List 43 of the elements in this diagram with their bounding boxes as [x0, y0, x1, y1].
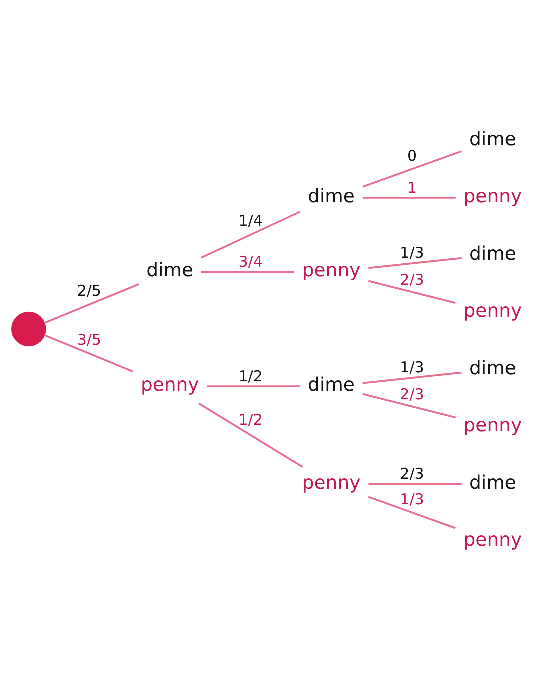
- edge-label: 3/5: [77, 330, 102, 349]
- connector: [368, 256, 462, 269]
- connector: [362, 150, 462, 188]
- connector: [207, 385, 300, 387]
- connector: [368, 496, 456, 529]
- connector: [44, 283, 140, 324]
- node-text: penny: [140, 374, 200, 396]
- edge-label: 2/5: [77, 282, 102, 300]
- node-text: penny: [464, 530, 522, 551]
- edge-label: 1/3: [400, 243, 424, 262]
- node-text: dime: [469, 472, 516, 494]
- connector: [362, 392, 456, 418]
- edge-label: 0: [407, 146, 418, 165]
- edge-label: 1/3: [400, 490, 424, 508]
- edge-label: 1/2: [238, 410, 263, 428]
- edge-label: 2/3: [400, 270, 424, 288]
- connector: [368, 280, 456, 304]
- node-text: dime: [469, 243, 516, 264]
- edge-label: 1/4: [238, 211, 263, 230]
- node-circle: [12, 311, 46, 346]
- connector: [201, 210, 301, 258]
- node-text: dime: [469, 128, 516, 150]
- node-text: penny: [464, 300, 522, 322]
- node-text: dime: [469, 358, 516, 379]
- edge-label: 2/3: [400, 464, 424, 483]
- node-text: penny: [464, 186, 522, 208]
- edge-label: 1/3: [400, 358, 424, 376]
- node-text: penny: [464, 415, 522, 436]
- connector: [198, 402, 304, 468]
- connector: [368, 482, 462, 485]
- node-text: dime: [308, 186, 355, 208]
- node-text: penny: [302, 472, 361, 494]
- edge-label: 2/3: [400, 384, 424, 403]
- edge-label: 1: [407, 178, 418, 197]
- connector: [44, 334, 134, 372]
- node-text: dime: [146, 260, 194, 282]
- connector: [201, 270, 294, 272]
- node-text: penny: [302, 260, 361, 282]
- connector: [362, 196, 456, 198]
- connector: [362, 371, 462, 384]
- node-text: dime: [308, 374, 355, 396]
- edge-label: 1/2: [238, 367, 263, 386]
- edge-label: 3/4: [238, 252, 263, 271]
